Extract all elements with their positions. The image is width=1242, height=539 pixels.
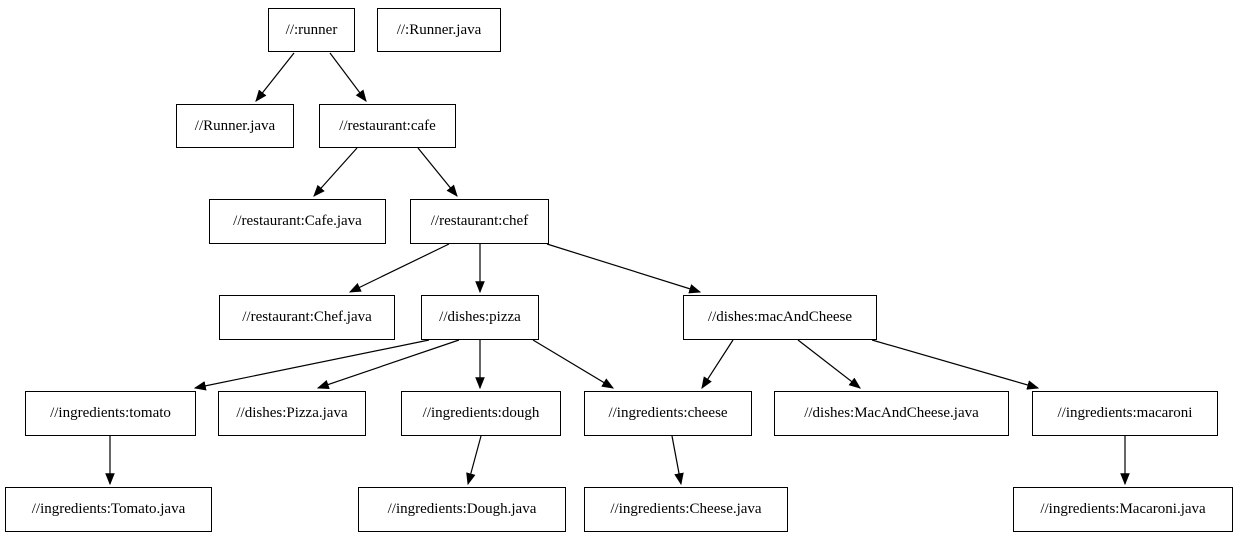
node-tomato: //ingredients:tomato [25, 391, 196, 436]
edge-cafe-to-cafe-java [313, 147, 358, 197]
node-mac-and-cheese-java: //dishes:MacAndCheese.java [774, 391, 1009, 436]
node-cheese: //ingredients:cheese [584, 391, 752, 436]
edge-mac-and-cheese-to-cheese [701, 339, 734, 390]
node-runner-java: //Runner.java [176, 104, 294, 148]
edge-pizza-to-cheese [532, 339, 615, 389]
node-cafe-java: //restaurant:Cafe.java [209, 199, 386, 244]
node-macaroni: //ingredients:macaroni [1032, 391, 1218, 436]
node-cheese-java: //ingredients:Cheese.java [584, 487, 788, 532]
node-pizza: //dishes:pizza [421, 295, 539, 340]
edge-chef-to-mac-and-cheese [546, 243, 702, 294]
edge-dough-to-dough-java [466, 435, 482, 486]
edge-mac-and-cheese-to-mac-and-cheese-java [797, 339, 861, 389]
node-runner: //:runner [268, 8, 355, 52]
edge-cheese-to-cheese-java [671, 435, 684, 486]
edge-pizza-to-pizza-java [316, 339, 460, 390]
node-dough: //ingredients:dough [401, 391, 561, 436]
edge-pizza-to-tomato [193, 339, 430, 391]
node-chef: //restaurant:chef [410, 199, 549, 244]
node-runner-java-root: //:Runner.java [377, 8, 501, 52]
node-mac-and-cheese: //dishes:macAndCheese [683, 295, 877, 340]
edge-runner-to-runner-java [255, 52, 295, 102]
edge-runner-to-cafe [329, 52, 367, 102]
edge-mac-and-cheese-to-macaroni [871, 339, 1040, 390]
node-dough-java: //ingredients:Dough.java [358, 487, 566, 532]
node-macaroni-java: //ingredients:Macaroni.java [1013, 487, 1233, 532]
node-tomato-java: //ingredients:Tomato.java [5, 487, 212, 532]
node-chef-java: //restaurant:Chef.java [219, 295, 395, 340]
node-pizza-java: //dishes:Pizza.java [218, 391, 366, 436]
edge-cafe-to-chef [417, 147, 458, 197]
node-cafe: //restaurant:cafe [319, 104, 456, 148]
edge-chef-to-chef-java [348, 243, 450, 293]
